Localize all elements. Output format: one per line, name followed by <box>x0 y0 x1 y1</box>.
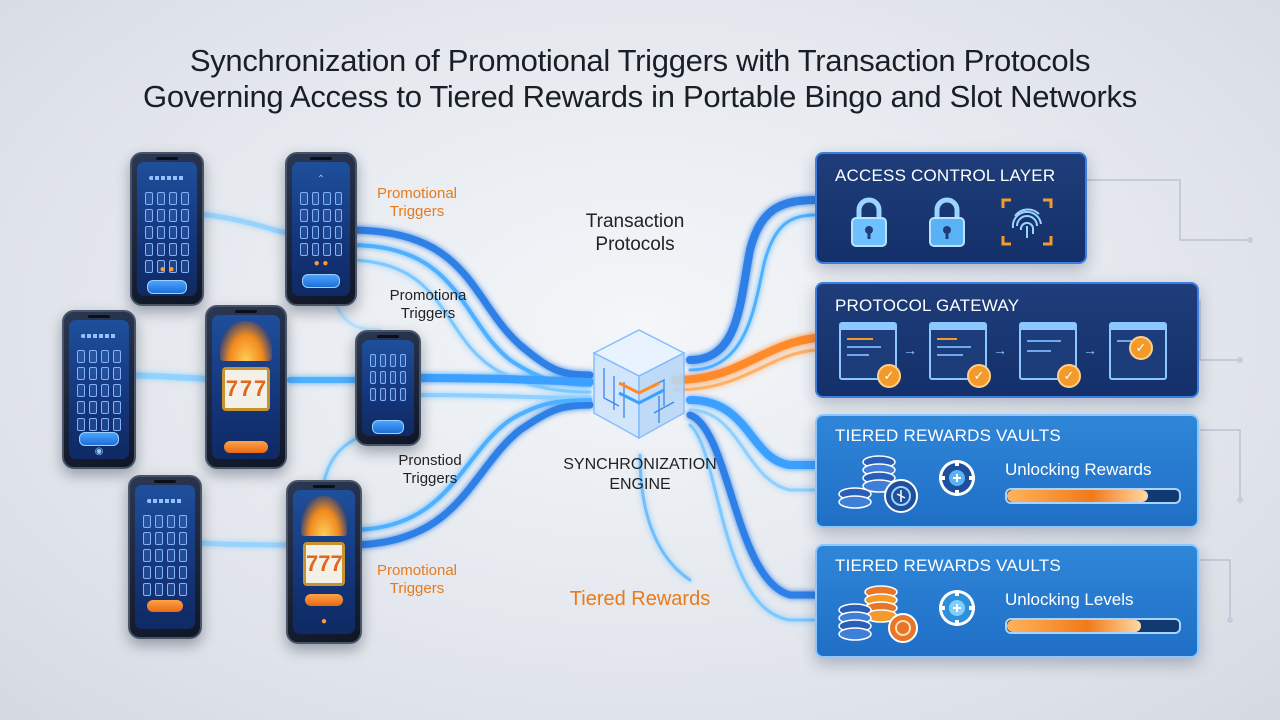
arrow-right-icon: → <box>903 342 917 358</box>
synchronization-engine-cube <box>592 329 686 440</box>
bingo-phone-mid-left: ◉ <box>62 310 136 469</box>
bingo-phone-top-center: ⌃ ● ● <box>285 152 357 306</box>
poker-chip-icon <box>939 460 975 496</box>
flow-line <box>688 408 817 492</box>
circuit-trace <box>1199 300 1240 361</box>
tiered-rewards-vault-panel-2: TIERED REWARDS VAULTS Unlocking Levels <box>815 544 1199 658</box>
circuit-trace <box>1085 179 1250 241</box>
chip-stack-icon <box>838 585 918 643</box>
flow-line <box>673 348 817 392</box>
lock-icon <box>851 197 887 247</box>
gateway-step-screen <box>839 322 897 380</box>
checkmark-icon: ✓ <box>967 364 991 388</box>
flow-line <box>346 226 594 379</box>
circuit-node <box>1227 617 1233 623</box>
arrow-right-icon: → <box>1083 342 1097 358</box>
vault-progress-bar <box>1005 488 1181 504</box>
checkmark-icon: ✓ <box>1057 364 1081 388</box>
vault-progress-fill <box>1007 620 1142 632</box>
circuit-node <box>1247 237 1253 243</box>
diagram-title-line-1: Synchronization of Promotional Triggers … <box>189 43 1091 78</box>
poker-chip-icon <box>939 590 975 626</box>
checkmark-icon: ✓ <box>877 364 901 388</box>
flow-line <box>686 196 819 364</box>
label-tiered-rewards: Tiered Rewards <box>569 588 711 610</box>
protocol-gateway-title: PROTOCOL GATEWAY <box>835 296 1020 315</box>
gateway-step-screen <box>1109 322 1167 380</box>
vault-progress-fill <box>1007 490 1149 502</box>
bingo-phone-small-center <box>355 330 421 446</box>
bingo-phone-bottom-left <box>128 475 202 639</box>
checkmark-icon: ✓ <box>1129 336 1153 360</box>
bingo-phone-top-left: ● ● <box>130 152 204 306</box>
protocol-gateway-panel: PROTOCOL GATEWAY ✓ → ✓ → ✓ → ✓ <box>815 282 1199 398</box>
flow-line <box>686 411 819 599</box>
flow-line <box>688 423 817 622</box>
flow-line <box>416 374 594 386</box>
flow-line <box>346 401 594 549</box>
vault-progress-bar <box>1005 618 1181 634</box>
vault-status-label: Unlocking Levels <box>1005 590 1134 609</box>
flow-line <box>688 213 817 372</box>
access-control-layer-panel: ACCESS CONTROL LAYER <box>815 152 1087 264</box>
flow-line <box>348 258 592 394</box>
flow-line <box>638 453 692 582</box>
access-control-title: ACCESS CONTROL LAYER <box>835 166 1056 185</box>
lock-icon <box>929 197 965 247</box>
diagram-title-line-2: Governing Access to Tiered Rewards in Po… <box>143 79 1137 114</box>
chip-stack-icon <box>838 455 918 513</box>
arrow-right-icon: → <box>993 342 1007 358</box>
circuit-node <box>1237 497 1243 503</box>
flow-line <box>418 393 592 400</box>
tiered-rewards-vault-panel-1: TIERED REWARDS VAULTS Unlocking Rewards <box>815 414 1199 528</box>
vault-title: TIERED REWARDS VAULTS <box>835 426 1061 445</box>
circuit-node <box>1237 357 1243 363</box>
flow-line <box>686 396 819 469</box>
flow-line <box>671 334 819 384</box>
circuit-trace <box>1200 559 1231 620</box>
vault-status-label: Unlocking Rewards <box>1005 460 1152 479</box>
flow-line <box>348 398 592 532</box>
circuit-trace <box>1200 429 1241 500</box>
vault-title: TIERED REWARDS VAULTS <box>835 556 1061 575</box>
fingerprint-icon <box>1001 198 1053 246</box>
